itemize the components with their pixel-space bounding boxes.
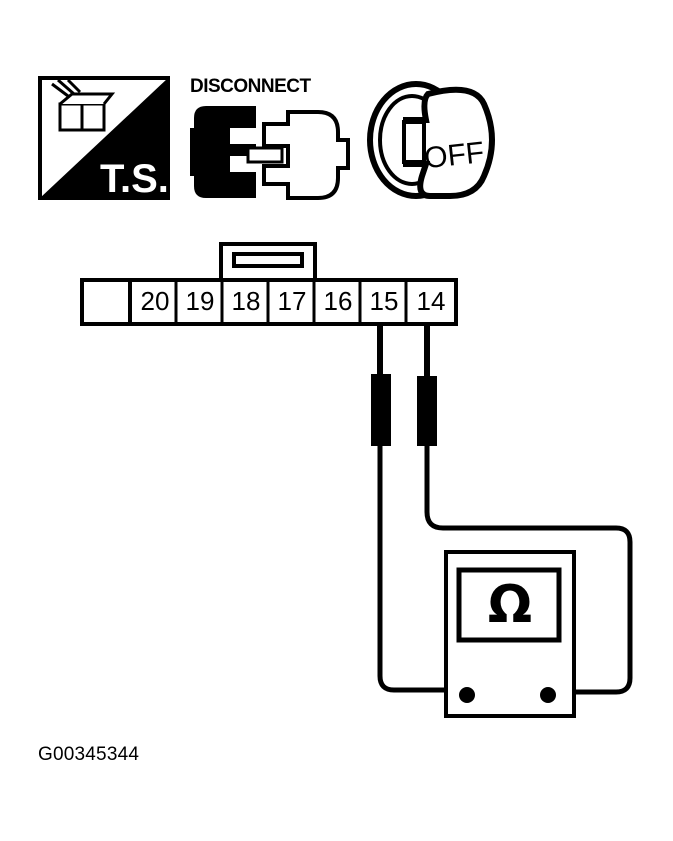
pin-15: 15 xyxy=(369,286,399,316)
probe-pin-15 xyxy=(371,322,466,693)
ohm-symbol: Ω xyxy=(487,575,533,635)
pin-17: 17 xyxy=(277,286,307,316)
ts-connector-icon: T.S. xyxy=(38,76,170,200)
pin-16: 16 xyxy=(323,286,353,316)
pin-19: 19 xyxy=(185,286,215,316)
ignition-icon-panel: OFF xyxy=(366,80,508,204)
pin-14: 14 xyxy=(416,286,446,316)
figure-caption: G00345344 xyxy=(38,744,140,765)
probe-pin-14 xyxy=(417,322,633,695)
disconnect-icon-panel: DISCONNECT xyxy=(188,76,358,204)
meter-terminal-right xyxy=(540,687,556,703)
pin-18: 18 xyxy=(231,286,261,316)
disconnect-connector-icon xyxy=(190,106,350,200)
meter-display xyxy=(456,567,562,643)
ohmmeter xyxy=(444,550,576,718)
ts-label: T.S. xyxy=(100,157,169,200)
ignition-key-off-icon: OFF xyxy=(367,81,495,199)
connector-diagram: 20 19 18 17 16 15 14 xyxy=(80,240,460,330)
ts-icon-panel: T.S. xyxy=(38,76,170,200)
meter-terminal-left xyxy=(459,687,475,703)
pin-20: 20 xyxy=(140,286,170,316)
ignition-off-label: OFF xyxy=(423,136,486,175)
disconnect-label: DISCONNECT xyxy=(190,76,311,97)
